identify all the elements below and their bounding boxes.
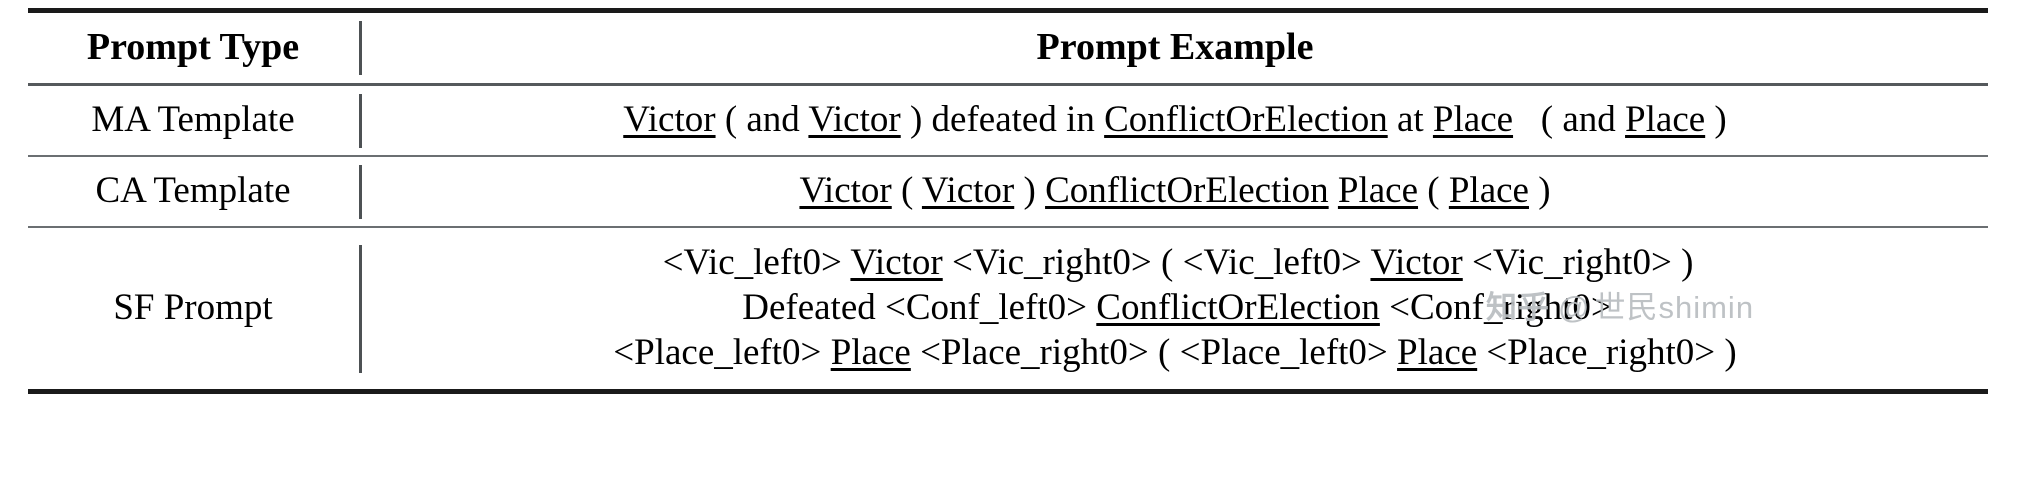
ca-text-3: ( — [1427, 170, 1440, 211]
sf-l2-text-1: Defeated <Conf_left0> — [742, 287, 1088, 329]
prompt-table-container: Prompt Type Prompt Example MA Template V… — [28, 8, 1988, 394]
sf-l1-text-3: <Vic_right0> ) — [1472, 242, 1694, 283]
ma-text-4: ( and — [1540, 99, 1616, 140]
slot-place-1: Place — [1432, 99, 1514, 140]
ca-example-text: Victor ( Victor ) ConflictOrElection Pla… — [799, 170, 1550, 211]
ma-text-1: ( and — [724, 99, 800, 140]
ca-text-2: ) — [1023, 170, 1036, 211]
slot-place-2: Place — [1448, 170, 1529, 211]
sf-prompt-line-1: <Vic_left0> Victor <Vic_right0> ( <Vic_l… — [372, 240, 1978, 285]
sf-l1-text-1: <Vic_left0> — [662, 242, 842, 283]
slot-victor-2: Victor — [1370, 242, 1463, 283]
ma-text-5: ) — [1714, 99, 1727, 140]
header-divider-cell — [358, 11, 362, 85]
slot-conflictorelection: ConflictOrElection — [1096, 287, 1380, 329]
row-divider-cell-ma — [358, 85, 362, 157]
slot-victor-1: Victor — [850, 242, 943, 283]
table-row-sf-prompt: SF Prompt <Vic_left0> Victor <Vic_right0… — [28, 227, 1988, 392]
slot-place-1: Place — [830, 332, 911, 374]
slot-victor-2: Victor — [808, 99, 901, 140]
ca-text-4: ) — [1538, 170, 1551, 211]
table-header: Prompt Type Prompt Example — [28, 10, 1988, 85]
sf-l1-text-2: <Vic_right0> ( <Vic_left0> — [951, 242, 1362, 283]
vertical-divider — [358, 244, 362, 373]
slot-place-1: Place — [1337, 170, 1419, 211]
column-header-prompt-type: Prompt Type — [86, 26, 300, 68]
table-row-ma-template: MA Template Victor ( and Victor ) defeat… — [28, 84, 1988, 157]
slot-place-2: Place — [1397, 332, 1478, 374]
ma-text-2: ) defeated in — [909, 99, 1095, 140]
row-example-sf-prompt: <Vic_left0> Victor <Vic_right0> ( <Vic_l… — [362, 227, 1988, 392]
slot-victor-1: Victor — [799, 170, 892, 211]
sf-l2-text-2: <Conf_right0> — [1389, 287, 1612, 329]
row-label-ca-template: CA Template — [95, 170, 291, 211]
sf-l3-text-3: <Place_right0> ) — [1486, 332, 1737, 374]
row-example-ma-template: Victor ( and Victor ) defeated in Confli… — [362, 85, 1988, 157]
ma-example-text: Victor ( and Victor ) defeated in Confli… — [623, 99, 1727, 140]
table-header-row: Prompt Type Prompt Example — [28, 10, 1988, 85]
vertical-divider — [358, 93, 362, 148]
row-label-sf-prompt: SF Prompt — [113, 287, 273, 329]
slot-place-2: Place — [1625, 99, 1706, 140]
prompt-table: Prompt Type Prompt Example MA Template V… — [28, 8, 1988, 394]
ca-text-1: ( — [901, 170, 914, 211]
row-divider-cell-sf — [358, 227, 362, 392]
row-example-ca-template: Victor ( Victor ) ConflictOrElection Pla… — [362, 156, 1988, 227]
sf-prompt-line-3: <Place_left0> Place <Place_right0> ( <Pl… — [372, 330, 1978, 375]
table-body: MA Template Victor ( and Victor ) defeat… — [28, 84, 1988, 392]
sf-l3-text-1: <Place_left0> — [613, 332, 822, 374]
ma-text-3: at — [1396, 99, 1424, 140]
slot-conflictorelection: ConflictOrElection — [1045, 170, 1329, 211]
sf-l3-text-2: <Place_right0> ( <Place_left0> — [920, 332, 1388, 374]
column-header-prompt-example: Prompt Example — [1036, 26, 1314, 68]
row-label-ma-template: MA Template — [91, 99, 295, 140]
slot-victor-2: Victor — [921, 170, 1015, 211]
row-divider-cell-ca — [358, 156, 362, 227]
vertical-divider — [358, 164, 362, 219]
table-row-ca-template: CA Template Victor ( Victor ) ConflictOr… — [28, 156, 1988, 227]
sf-prompt-line-2: Defeated <Conf_left0> ConflictOrElection… — [372, 285, 1978, 330]
vertical-divider — [358, 21, 362, 75]
slot-victor-1: Victor — [623, 99, 716, 140]
slot-conflictorelection: ConflictOrElection — [1104, 99, 1388, 140]
